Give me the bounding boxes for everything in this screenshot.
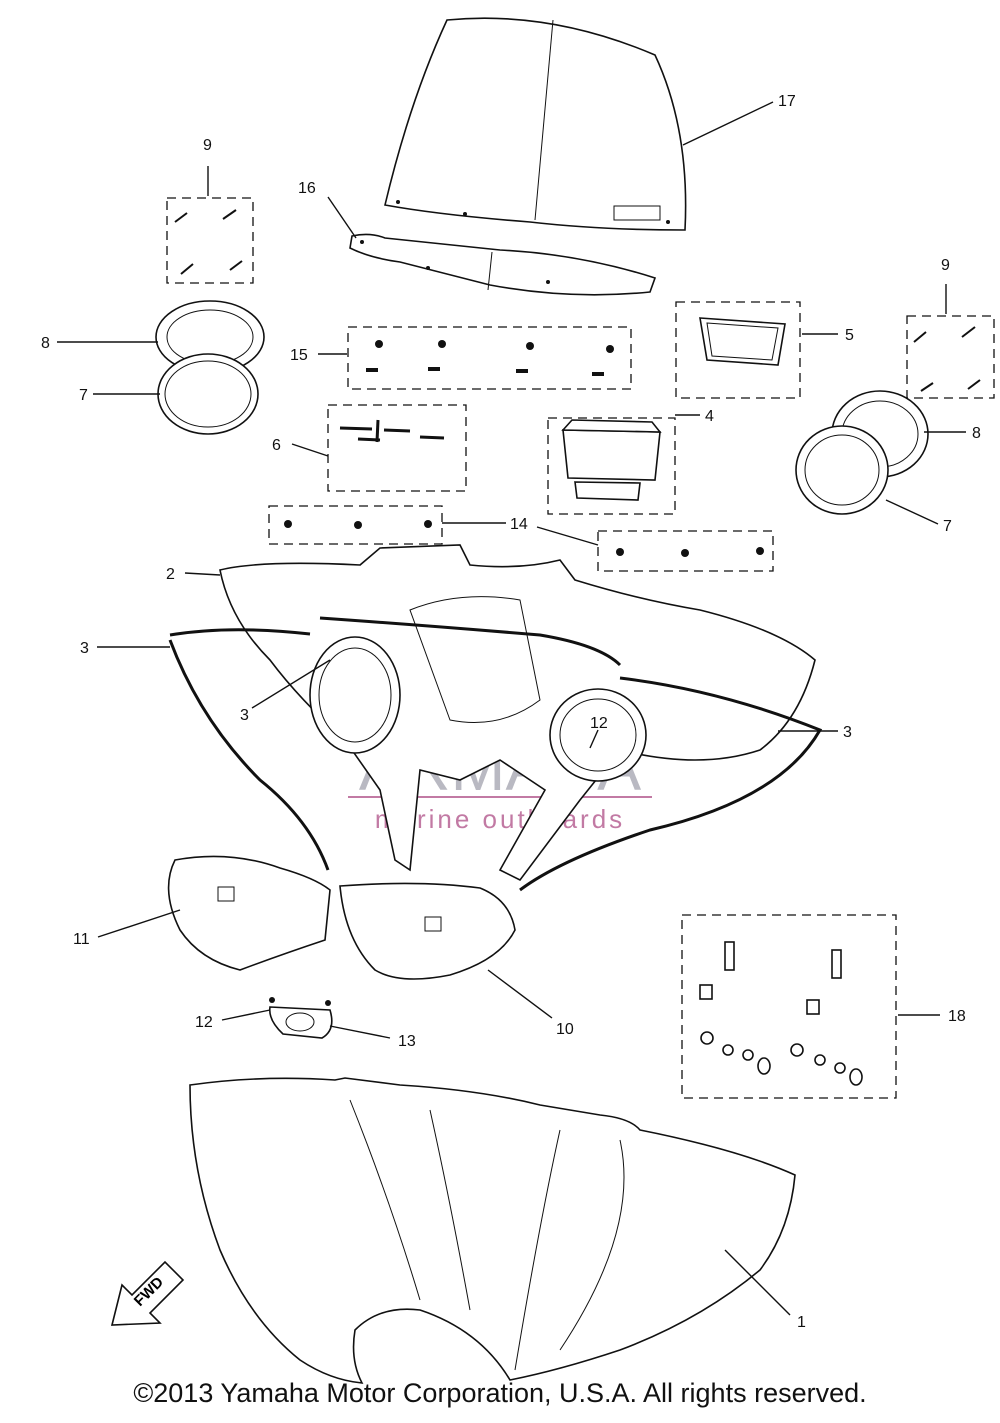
callout-label: 8 bbox=[41, 335, 50, 352]
screw-set-left-box bbox=[166, 197, 254, 284]
screw-set-left bbox=[174, 209, 243, 275]
callout-label: 11 bbox=[73, 931, 90, 948]
callout-label: 9 bbox=[941, 257, 950, 274]
fwd-arrow-icon: FWD bbox=[110, 1260, 185, 1326]
callout-label: 3 bbox=[843, 724, 852, 741]
callout-label: 12 bbox=[195, 1014, 213, 1031]
callout-label: 3 bbox=[80, 640, 89, 657]
windshield-garnish bbox=[349, 233, 657, 296]
callout-label: 15 bbox=[290, 347, 308, 364]
callout-label: 17 bbox=[778, 93, 796, 110]
meter-housing-box bbox=[547, 417, 676, 515]
mounting-hardware-box bbox=[681, 914, 897, 1099]
pin-set-box bbox=[327, 404, 467, 492]
speaker-ring-left bbox=[155, 300, 265, 435]
callout-label: 9 bbox=[203, 137, 212, 154]
side-cover-left bbox=[167, 855, 331, 971]
callout-label: 6 bbox=[272, 437, 281, 454]
windshield bbox=[384, 17, 687, 231]
bolt-set-box bbox=[347, 326, 632, 390]
meter-housing bbox=[561, 419, 662, 501]
callout-label: 10 bbox=[556, 1021, 574, 1038]
callout-label: 13 bbox=[398, 1033, 416, 1050]
callout-labels: 17 16 9 9 8 7 15 5 6 4 8 7 14 2 3 3 3 12… bbox=[41, 93, 981, 1331]
speaker-ring-right bbox=[795, 390, 929, 515]
side-cover-right bbox=[339, 882, 516, 980]
callout-label: 5 bbox=[845, 327, 854, 344]
leader-lines bbox=[57, 101, 966, 1316]
bracket-plate bbox=[268, 997, 333, 1039]
callout-label: 14 bbox=[510, 516, 528, 533]
callout-label: 8 bbox=[972, 425, 981, 442]
callout-label: 2 bbox=[166, 566, 175, 583]
copyright-notice: ©2013 Yamaha Motor Corporation, U.S.A. A… bbox=[133, 1378, 867, 1408]
callout-label: 7 bbox=[79, 387, 88, 404]
callout-label: 12 bbox=[590, 715, 608, 732]
screw-set-right bbox=[913, 326, 981, 392]
callout-label: 7 bbox=[943, 518, 952, 535]
screw-set-right-box bbox=[906, 315, 995, 399]
callout-label: 3 bbox=[240, 707, 249, 724]
trim-strips bbox=[168, 616, 823, 892]
callout-label: 1 bbox=[797, 1314, 806, 1331]
bolt-set bbox=[366, 340, 614, 376]
nut-set-right-box bbox=[597, 530, 774, 572]
display-panel bbox=[699, 317, 786, 366]
watermark-rule bbox=[348, 796, 652, 798]
callout-label: 4 bbox=[705, 408, 714, 425]
inner-fairing bbox=[219, 544, 816, 882]
display-panel-box bbox=[675, 301, 801, 399]
pin-set bbox=[339, 419, 445, 443]
outer-fairing bbox=[189, 1077, 796, 1384]
callout-label: 18 bbox=[948, 1008, 966, 1025]
nut-set bbox=[284, 520, 764, 557]
mounting-hardware bbox=[699, 941, 863, 1086]
callout-label: 16 bbox=[298, 180, 316, 197]
